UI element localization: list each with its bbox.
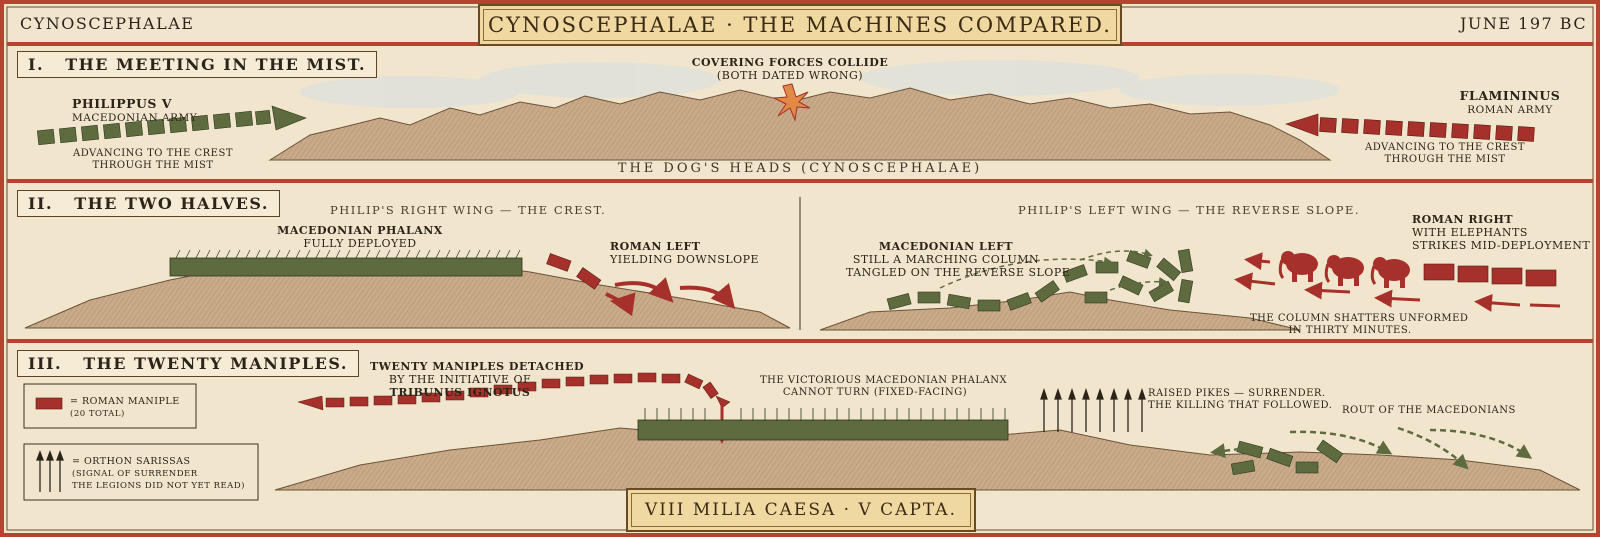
mac-left-label: MACEDONIAN LEFT STILL A MARCHING COLUMN … bbox=[846, 240, 1071, 279]
legend-sarissa-icon bbox=[36, 450, 64, 492]
phalanx-label: MACEDONIAN PHALANX FULLY DEPLOYED bbox=[270, 224, 450, 250]
detached-line-1: TWENTY MANIPLES DETACHED bbox=[370, 360, 585, 373]
detached-label: TWENTY MANIPLES DETACHED BY THE INITIATI… bbox=[370, 360, 585, 399]
right-wing-caption: PHILIP'S RIGHT WING — THE CREST. bbox=[330, 203, 607, 217]
detached-line-2: BY THE INITIATIVE OF bbox=[388, 373, 532, 386]
victorious-line-1: THE VICTORIOUS MACEDONIAN PHALANX bbox=[760, 375, 1008, 386]
mac-left-line-3: TANGLED ON THE REVERSE SLOPE bbox=[846, 266, 1071, 279]
header-title: CYNOSCEPHALAE · THE MACHINES COMPARED. bbox=[488, 13, 1112, 37]
shatter-line-1: THE COLUMN SHATTERS UNFORMED bbox=[1250, 313, 1469, 324]
rout-label: ROUT OF THE MACEDONIANS bbox=[1342, 405, 1516, 416]
philip-note-line-1: ADVANCING TO THE CREST bbox=[72, 148, 233, 159]
detached-line-3: TRIBUNUS IGNOTUS bbox=[389, 386, 531, 399]
victorious-label: THE VICTORIOUS MACEDONIAN PHALANX CANNOT… bbox=[760, 375, 1008, 399]
rout-arrows bbox=[1210, 426, 1533, 470]
legend-sarissa-line-1: = ORTHON SARISSAS bbox=[72, 456, 191, 467]
panel3-heading: III. THE TWENTY MANIPLES. bbox=[28, 354, 348, 373]
legend-maniple-box bbox=[23, 383, 197, 429]
legend-maniple-line-1: = ROMAN MANIPLE bbox=[70, 396, 180, 407]
rout-blocks bbox=[1230, 439, 1344, 476]
roman-right-line-1: ROMAN RIGHT bbox=[1412, 213, 1514, 226]
phalanx-line-1: MACEDONIAN PHALANX bbox=[277, 224, 443, 237]
collide-label: COVERING FORCES COLLIDE (BOTH DATED WRON… bbox=[690, 56, 890, 82]
macedonian-advance-arrow bbox=[36, 105, 307, 146]
raised-line-2: THE KILLING THAT FOLLOWED. bbox=[1148, 400, 1333, 411]
mist-clouds bbox=[300, 60, 1340, 108]
legend-sarissa-line-2: (SIGNAL OF SURRENDER bbox=[72, 469, 198, 479]
panel3-heading-box: III. THE TWENTY MANIPLES. bbox=[17, 350, 359, 377]
casualty-plate: VIII MILIA CAESA · V CAPTA. bbox=[626, 488, 976, 532]
victorious-line-2: CANNOT TURN (FIXED-FACING) bbox=[782, 387, 968, 398]
legend-sarissa-line-3: THE LEGIONS DID NOT YET READ) bbox=[72, 481, 245, 491]
legend-sarissa-text: = ORTHON SARISSAS (SIGNAL OF SURRENDER T… bbox=[72, 456, 245, 492]
philip-name: PHILIPPUS V bbox=[72, 96, 172, 111]
panel2-heading-box: II. THE TWO HALVES. bbox=[17, 190, 280, 217]
panel1-heading: I. THE MEETING IN THE MIST. bbox=[28, 55, 367, 74]
legend-sarissa-box bbox=[23, 443, 259, 501]
philip-label: PHILIPPUS V MACEDONIAN ARMY bbox=[72, 96, 197, 126]
macedonian-phalanx-deployed bbox=[169, 249, 523, 277]
raised-pikes-label: RAISED PIKES — SURRENDER. THE KILLING TH… bbox=[1148, 388, 1332, 412]
ridge-caption: THE DOG'S HEADS (CYNOSCEPHALAE) bbox=[617, 161, 983, 176]
philip-army: MACEDONIAN ARMY bbox=[72, 112, 198, 124]
legend-maniple-swatch bbox=[35, 397, 63, 410]
roman-elephants bbox=[1278, 251, 1410, 288]
collide-line-1: COVERING FORCES COLLIDE bbox=[691, 56, 889, 69]
roman-left-line-2: YIELDING DOWNSLOPE bbox=[610, 253, 760, 266]
casualty-text: VIII MILIA CAESA · V CAPTA. bbox=[645, 500, 957, 520]
mac-left-line-1: MACEDONIAN LEFT bbox=[878, 240, 1014, 253]
roman-right-line-3: STRIKES MID-DEPLOYMENT bbox=[1412, 239, 1591, 252]
roman-right-strike-arrows bbox=[1234, 252, 1561, 312]
flamininus-note: ADVANCING TO THE CREST THROUGH THE MIST bbox=[1360, 142, 1530, 166]
phalanx-line-2: FULLY DEPLOYED bbox=[303, 237, 417, 250]
roman-advance-arrow bbox=[1285, 113, 1535, 142]
legend-maniple-line-2: (20 TOTAL) bbox=[70, 409, 125, 419]
header-date: JUNE 197 BC bbox=[1460, 14, 1588, 33]
flamininus-army: ROMAN ARMY bbox=[1467, 104, 1553, 116]
roman-right-label: ROMAN RIGHT WITH ELEPHANTS STRIKES MID-D… bbox=[1412, 213, 1590, 252]
mac-left-line-2: STILL A MARCHING COLUMN bbox=[852, 253, 1040, 266]
collide-line-2: (BOTH DATED WRONG) bbox=[716, 69, 864, 82]
flamininus-name: FLAMININUS bbox=[1459, 88, 1561, 103]
header-title-plate: CYNOSCEPHALAE · THE MACHINES COMPARED. bbox=[478, 4, 1122, 46]
left-wing-caption: PHILIP'S LEFT WING — THE REVERSE SLOPE. bbox=[1018, 203, 1361, 217]
detached-maniples-arrow bbox=[297, 372, 731, 411]
header-left-title: CYNOSCEPHALAE bbox=[20, 14, 195, 33]
raised-line-1: RAISED PIKES — SURRENDER. bbox=[1148, 388, 1326, 399]
shatter-line-2: IN THIRTY MINUTES. bbox=[1288, 325, 1412, 336]
panel1-heading-box: I. THE MEETING IN THE MIST. bbox=[17, 51, 378, 78]
collision-star bbox=[772, 83, 811, 122]
legend-maniple-text: = ROMAN MANIPLE (20 TOTAL) bbox=[70, 396, 180, 420]
flamininus-label: FLAMININUS ROMAN ARMY bbox=[1440, 88, 1580, 118]
roman-right-line-2: WITH ELEPHANTS bbox=[1412, 226, 1528, 239]
roman-right-maniples bbox=[1423, 263, 1557, 287]
philip-note: ADVANCING TO THE CREST THROUGH THE MIST bbox=[68, 148, 238, 172]
macedonian-left-column bbox=[886, 248, 1194, 312]
panel2-heading: II. THE TWO HALVES. bbox=[28, 194, 269, 213]
roman-left-line-1: ROMAN LEFT bbox=[610, 240, 701, 253]
victorious-phalanx bbox=[637, 408, 1009, 441]
raised-pikes bbox=[1040, 387, 1146, 432]
roman-left-label: ROMAN LEFT YIELDING DOWNSLOPE bbox=[610, 240, 759, 266]
flamininus-note-line-1: ADVANCING TO THE CREST bbox=[1364, 142, 1525, 153]
flamininus-note-line-2: THROUGH THE MIST bbox=[1384, 154, 1506, 165]
shatter-note: THE COLUMN SHATTERS UNFORMED IN THIRTY M… bbox=[1250, 313, 1469, 337]
roman-left-yielding bbox=[546, 253, 602, 290]
philip-note-line-2: THROUGH THE MIST bbox=[92, 160, 214, 171]
